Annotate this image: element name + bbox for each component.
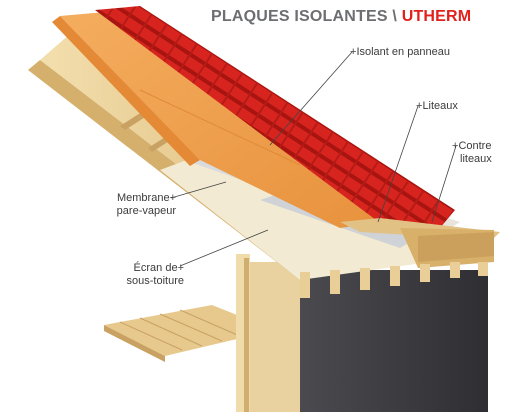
leader-membrane [170, 181, 227, 199]
label-contre-line1: Contre [458, 140, 492, 152]
label-ecran-line2: sous-toiture [126, 275, 184, 287]
floor-planks [104, 305, 275, 362]
label-liteaux-text: Liteaux [422, 100, 458, 112]
label-ecran: Écran de+sous-toiture [126, 262, 184, 287]
leader-contre-liteaux [431, 145, 457, 223]
title-brand: UTHERM [401, 8, 472, 25]
joist-ends [300, 262, 488, 298]
leader-ecran [179, 229, 269, 267]
label-membrane-line2: pare-vapeur [116, 205, 176, 217]
insulation-panel [52, 12, 380, 228]
label-ecran-line1: Écran de [133, 262, 178, 274]
label-contre-line2: liteaux [460, 153, 492, 165]
leader-lines [170, 51, 457, 267]
title-main: PLAQUES ISOLANTES \ [211, 8, 402, 25]
page-title: PLAQUES ISOLANTES \ UTHERM [211, 8, 471, 26]
label-liteaux: +Liteaux [416, 100, 458, 112]
masonry-wall [236, 254, 488, 412]
label-membrane: Membrane+pare-vapeur [116, 192, 176, 217]
label-membrane-line1: Membrane [116, 192, 170, 204]
label-isolant-text: Isolant en panneau [356, 46, 451, 58]
label-isolant: +Isolant en panneau [350, 46, 451, 58]
leader-liteaux [377, 105, 419, 223]
battens [340, 218, 500, 268]
leader-isolant [269, 51, 353, 146]
